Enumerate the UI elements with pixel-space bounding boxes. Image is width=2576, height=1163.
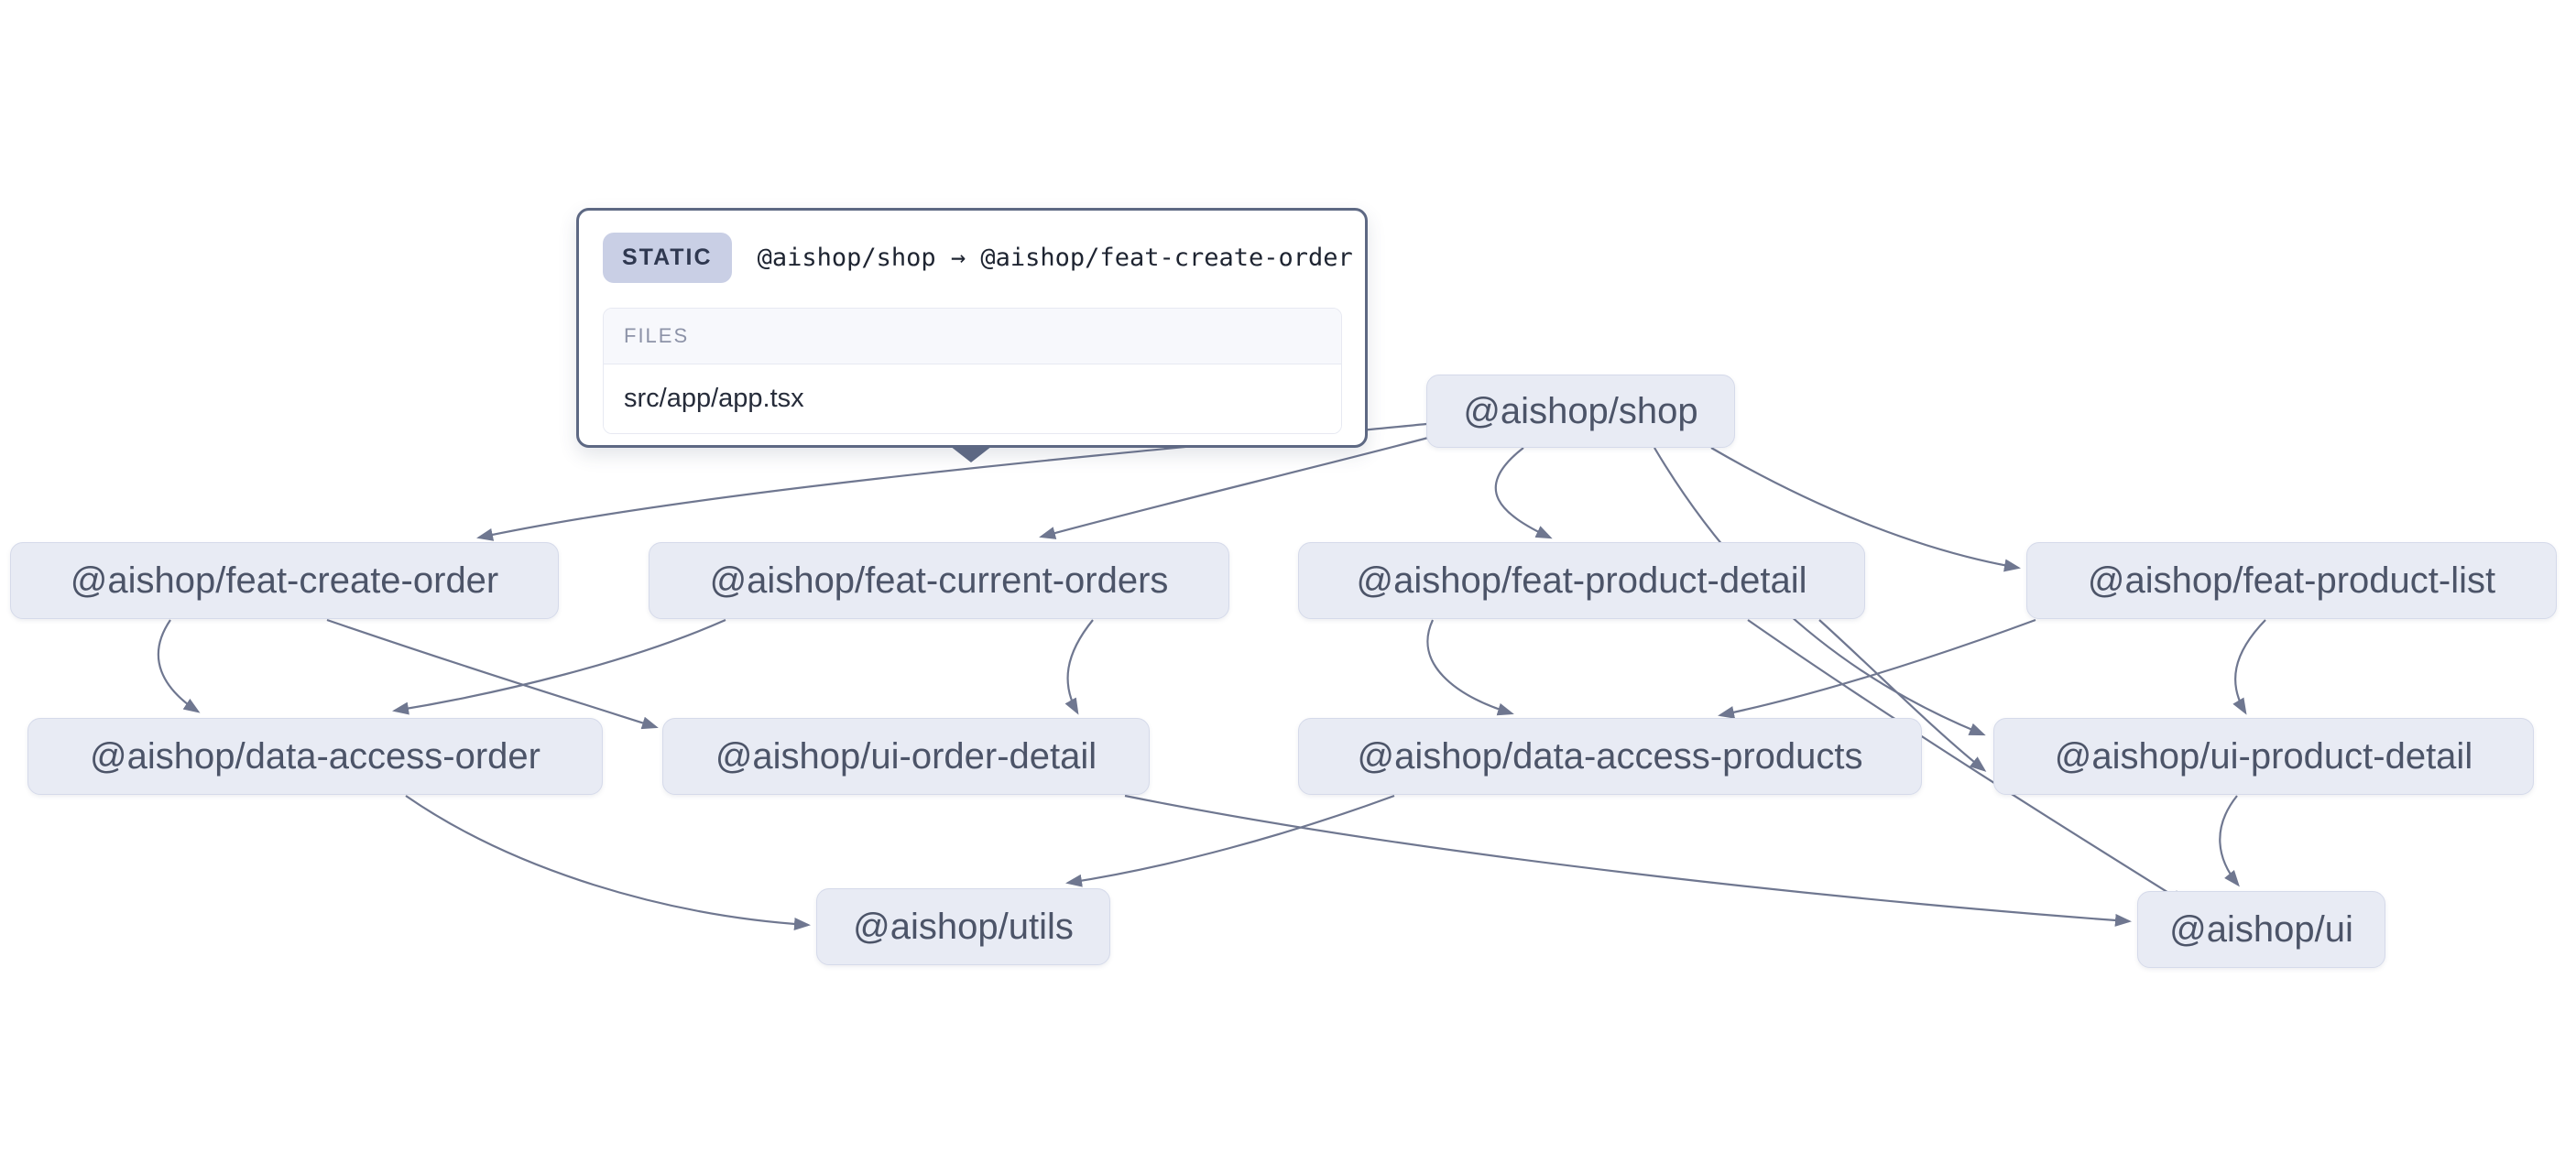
edge-data-access-products--utils[interactable] (1065, 794, 1395, 887)
edge-feat-product-list--ui-product-detail[interactable] (2232, 619, 2266, 715)
edge-type-badge: STATIC (603, 232, 732, 283)
edge-ui-order-detail--ui[interactable] (1124, 794, 2132, 927)
graph-node-data-access-products[interactable]: @aishop/data-access-products (1298, 718, 1922, 795)
edge-tooltip: STATIC @aishop/shop → @aishop/feat-creat… (576, 208, 1368, 448)
files-box: FILES src/app/app.tsx (603, 308, 1342, 434)
edge-feat-create-order--ui-order-detail[interactable] (326, 618, 659, 730)
graph-node-utils[interactable]: @aishop/utils (816, 888, 1110, 965)
graph-node-shop[interactable]: @aishop/shop (1426, 375, 1735, 448)
graph-node-data-access-order[interactable]: @aishop/data-access-order (27, 718, 603, 795)
edge-feat-product-detail--ui-product-detail[interactable] (1818, 619, 1987, 772)
edge-dependency-label: @aishop/shop → @aishop/feat-create-order (757, 243, 1353, 272)
edge-feat-create-order--data-access-order[interactable] (157, 619, 201, 713)
graph-node-feat-product-list[interactable]: @aishop/feat-product-list (2026, 542, 2557, 619)
edge-feat-current-orders--ui-order-detail[interactable] (1064, 619, 1094, 715)
graph-node-feat-product-detail[interactable]: @aishop/feat-product-detail (1298, 542, 1865, 619)
graph-node-feat-current-orders[interactable]: @aishop/feat-current-orders (649, 542, 1229, 619)
edge-feat-current-orders--data-access-order[interactable] (392, 618, 726, 715)
tooltip-header: STATIC @aishop/shop → @aishop/feat-creat… (603, 229, 1353, 286)
graph-node-ui[interactable]: @aishop/ui (2137, 891, 2385, 968)
edge-shop--feat-product-list[interactable] (1710, 447, 2021, 572)
edge-feat-product-detail--ui[interactable] (1747, 619, 2188, 905)
graph-node-feat-create-order[interactable]: @aishop/feat-create-order (10, 542, 559, 619)
graph-node-ui-order-detail[interactable]: @aishop/ui-order-detail (662, 718, 1150, 795)
edge-feat-product-list--data-access-products[interactable] (1718, 618, 2036, 719)
edge-shop--feat-current-orders[interactable] (1039, 436, 1429, 539)
edge-ui-product-detail--ui[interactable] (2219, 795, 2240, 887)
edge-shop--feat-product-detail[interactable] (1494, 447, 1553, 539)
files-list: src/app/app.tsx (604, 364, 1341, 433)
file-row: src/app/app.tsx (604, 364, 1341, 433)
graph-node-ui-product-detail[interactable]: @aishop/ui-product-detail (1993, 718, 2534, 795)
tooltip-caret-icon (950, 446, 992, 462)
edge-feat-product-detail--data-access-products[interactable] (1426, 619, 1514, 716)
edge-data-access-order--utils[interactable] (405, 795, 811, 931)
files-header-label: FILES (604, 309, 1341, 364)
